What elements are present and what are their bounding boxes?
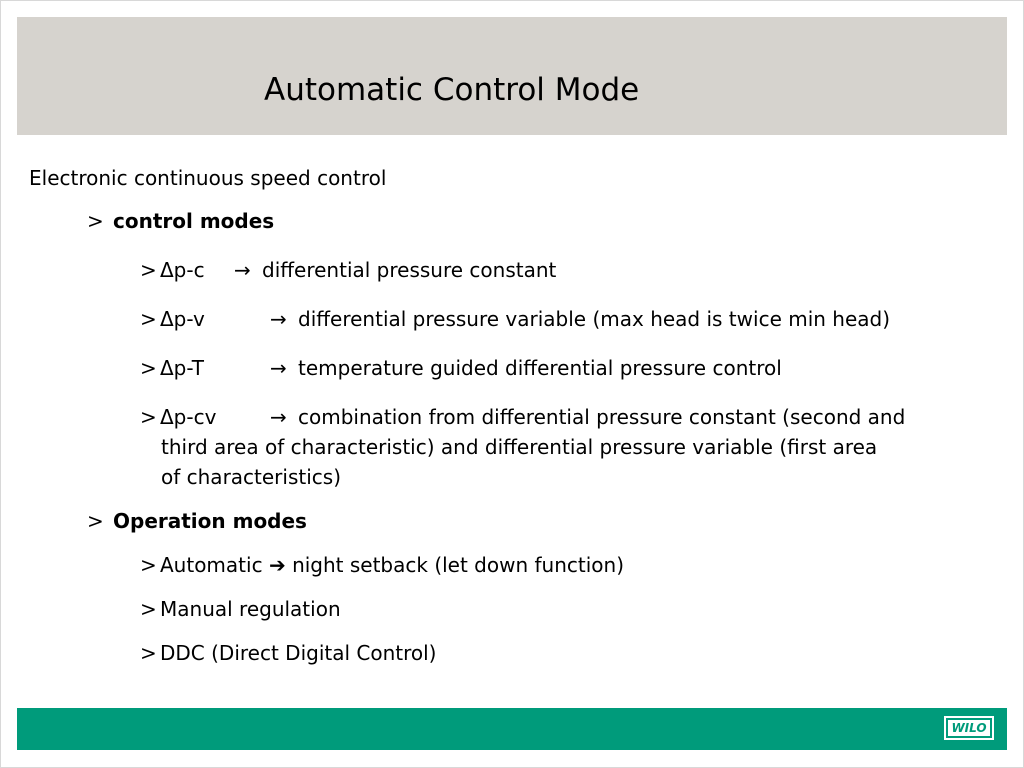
footer-band — [17, 708, 1007, 750]
arrow-right-icon: ➔ — [268, 553, 286, 577]
title-band — [17, 17, 1007, 135]
mode-code: Δp-T — [160, 356, 204, 380]
mode-description-continued: of characteristics) — [161, 465, 341, 489]
bullet-marker: > — [87, 209, 104, 233]
list-item: >Automatic ➔ night setback (let down fun… — [140, 550, 624, 580]
list-item: >Δp-c → differential pressure constant — [140, 255, 556, 285]
bullet-marker: > — [140, 553, 157, 577]
bullet-marker: > — [140, 641, 157, 665]
mode-description: differential pressure constant — [262, 258, 557, 282]
mode-description: differential pressure variable (max head… — [298, 307, 891, 331]
bullet-marker: > — [140, 356, 157, 380]
operation-mode-label: Manual regulation — [160, 597, 341, 621]
arrow-right-icon: → — [270, 356, 287, 380]
list-item: >Δp-v → differential pressure variable (ma… — [140, 304, 890, 334]
section-heading-control-modes: > control modes — [87, 206, 274, 236]
operation-mode-description: night setback (let down function) — [292, 553, 625, 577]
bullet-marker: > — [140, 307, 157, 331]
list-item: >DDC (Direct Digital Control) — [140, 638, 436, 668]
mode-description: temperature guided differential pressure… — [298, 356, 782, 380]
operation-mode-label: Automatic — [160, 553, 263, 577]
logo-text: WILO — [946, 718, 992, 738]
bullet-marker: > — [140, 597, 157, 621]
list-item: >Δp-cv → combination from differential pre… — [140, 402, 905, 432]
bullet-marker: > — [140, 405, 157, 429]
arrow-right-icon: → — [270, 307, 287, 331]
mode-code: Δp-c — [160, 258, 205, 282]
slide-title: Automatic Control Mode — [264, 72, 640, 108]
list-item: >Δp-T → temperature guided differential pr… — [140, 353, 782, 383]
section-heading-operation-modes: > Operation modes — [87, 506, 307, 536]
arrow-right-icon: → — [270, 405, 287, 429]
mode-code: Δp-v — [160, 307, 205, 331]
arrow-right-icon: → — [234, 258, 251, 282]
wilo-logo: WILO — [944, 716, 994, 740]
section-heading-label: Operation modes — [113, 509, 307, 533]
section-heading-label: control modes — [113, 209, 275, 233]
list-item: >Manual regulation — [140, 594, 341, 624]
operation-mode-label: DDC (Direct Digital Control) — [160, 641, 437, 665]
bullet-marker: > — [140, 258, 157, 282]
bullet-marker: > — [87, 509, 104, 533]
mode-code: Δp-cv — [160, 405, 217, 429]
mode-description-continued: third area of characteristic) and differ… — [161, 435, 878, 459]
mode-description: combination from differential pressure c… — [298, 405, 906, 429]
intro-text: Electronic continuous speed control — [29, 166, 387, 190]
